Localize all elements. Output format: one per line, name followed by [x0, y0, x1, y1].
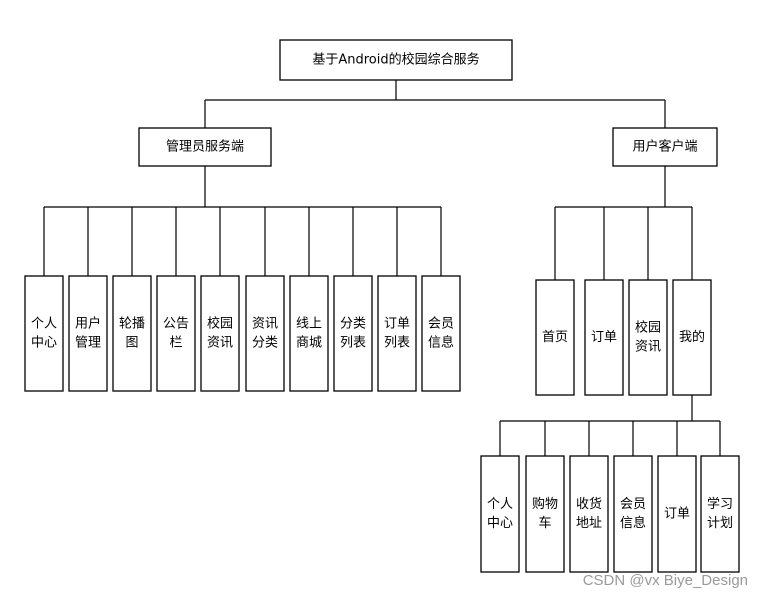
admin-leaf-label: 分类 [252, 336, 278, 351]
client-leaf-label: 校园 [635, 320, 661, 336]
admin-leaf-label: 图 [125, 336, 138, 351]
client-node: 用户客户端 [612, 127, 718, 167]
admin-leaf-label: 管理 [75, 336, 101, 351]
root-node: 基于Android的校园综合服务 [279, 39, 513, 81]
mine-leaf-label: 会员 [620, 497, 646, 512]
mine-leaf-label: 订单 [664, 507, 690, 522]
mine-leaf-label: 学习 [707, 496, 733, 512]
admin-leaf-label: 列表 [340, 336, 366, 351]
mine-leaf-node: 订单 [657, 455, 697, 573]
mine-leaf-label: 购物 [532, 496, 558, 512]
admin-leaf-node: 轮播图 [112, 275, 152, 392]
admin-leaf-label: 资讯 [252, 317, 278, 332]
mine-leaf-label: 地址 [576, 516, 602, 531]
admin-node-label: 管理员服务端 [166, 139, 244, 155]
client-leaf-node: 首页 [535, 279, 575, 396]
root-node-label: 基于Android的校园综合服务 [312, 52, 479, 68]
client-leaf-group: 首页订单校园资讯我的 [535, 279, 712, 396]
mine-leaf-label: 信息 [620, 515, 646, 531]
admin-leaf-label: 资讯 [207, 336, 233, 351]
client-leaf-label: 资讯 [635, 340, 661, 355]
admin-leaf-label: 商城 [296, 336, 322, 351]
mine-leaf-label: 计划 [707, 516, 733, 531]
admin-leaf-label: 轮播 [119, 317, 145, 332]
client-leaf-label: 订单 [591, 330, 617, 345]
mine-leaf-label: 收货 [576, 496, 602, 512]
connector-lines [43, 80, 721, 456]
admin-leaf-label: 分类 [340, 317, 366, 332]
admin-leaf-label: 线上 [296, 317, 322, 332]
admin-leaf-label: 列表 [384, 336, 410, 351]
watermark-text: CSDN @vx Biye_Design [583, 572, 748, 589]
admin-leaf-label: 订单 [384, 317, 410, 332]
mine-leaf-label: 个人 [487, 497, 513, 512]
client-node-label: 用户客户端 [632, 139, 697, 155]
admin-leaf-label: 校园 [207, 316, 233, 332]
admin-leaf-label: 用户 [75, 316, 101, 332]
client-leaf-label: 首页 [542, 330, 568, 345]
admin-leaf-label: 中心 [31, 336, 57, 351]
admin-node: 管理员服务端 [138, 127, 272, 167]
admin-leaf-label: 栏 [169, 336, 182, 351]
client-leaf-label: 我的 [679, 329, 705, 345]
client-leaf-node: 我的 [672, 279, 712, 396]
mine-leaf-node: 购物车 [525, 455, 565, 573]
client-leaf-node: 订单 [584, 279, 624, 396]
admin-leaf-label: 个人 [31, 317, 57, 332]
admin-leaf-label: 公告 [163, 317, 189, 332]
admin-leaf-label: 信息 [428, 335, 454, 351]
admin-leaf-label: 会员 [428, 317, 454, 332]
mine-leaf-label: 车 [538, 515, 551, 531]
mine-leaf-label: 中心 [487, 516, 513, 531]
admin-leaf-node: 公告栏 [156, 275, 196, 392]
